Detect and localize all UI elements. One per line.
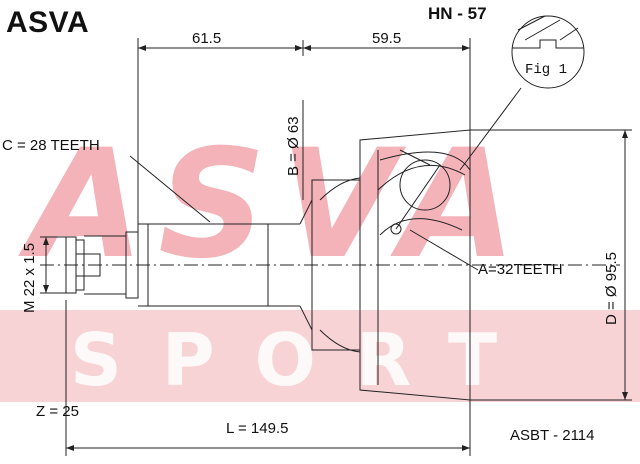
dim-label-bell-diameter: B = Ø 63 xyxy=(285,116,302,176)
fig1-profile xyxy=(512,39,584,49)
fig1-circle xyxy=(511,15,585,89)
dim-label-width-right: 59.5 xyxy=(372,30,402,47)
catalog-code: ASBT - 2114 xyxy=(510,427,595,444)
dim-label-length: L = 149.5 xyxy=(226,420,289,437)
dim-label-abs-teeth: Z = 25 xyxy=(36,403,79,420)
dim-label-outer-diameter: D = Ø 95.5 xyxy=(603,252,620,325)
threaded-stub xyxy=(65,231,139,299)
dim-label-inner-teeth: A=32TEETH xyxy=(478,261,563,278)
watermark-band xyxy=(0,310,640,402)
leader-c xyxy=(129,155,211,223)
brand-logo: ASVA xyxy=(6,6,90,39)
dim-label-outer-teeth: C = 28 TEETH xyxy=(2,137,100,154)
dim-label-thread: M 22 x 1.5 xyxy=(21,242,38,313)
spline-shaft xyxy=(138,199,313,331)
inner-joint xyxy=(377,149,466,236)
fig1-leader xyxy=(459,87,522,171)
leader-a xyxy=(409,229,479,271)
part-number: HN - 57 xyxy=(428,4,487,23)
dim-label-width-left: 61.5 xyxy=(192,30,222,47)
figure-label: Fig 1 xyxy=(525,62,568,78)
